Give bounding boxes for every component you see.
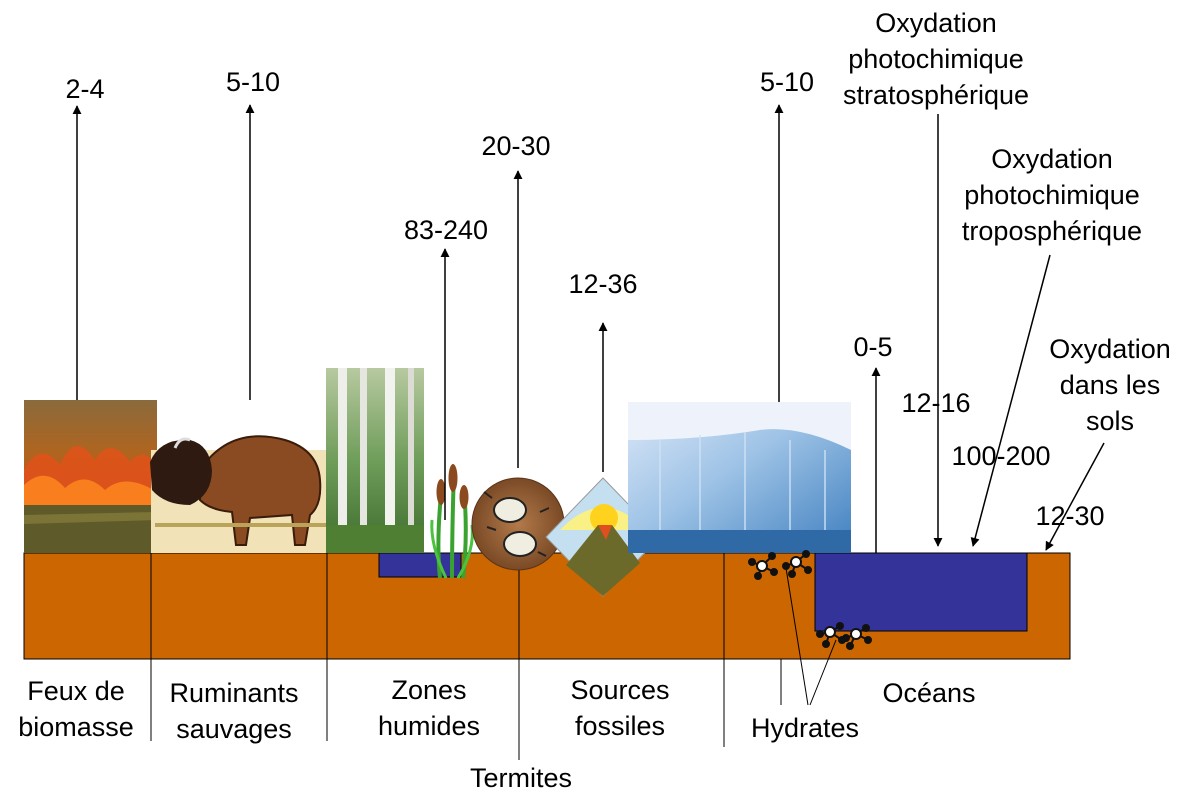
strato-sink-value: 12-16 bbox=[901, 388, 970, 418]
svg-text:Sources: Sources bbox=[570, 675, 669, 705]
ocean-basin bbox=[815, 553, 1027, 631]
svg-text:Zones: Zones bbox=[391, 675, 466, 705]
biomass-flux-value: 2-4 bbox=[65, 74, 104, 104]
svg-text:fossiles: fossiles bbox=[575, 711, 665, 741]
svg-text:Feux de: Feux de bbox=[27, 676, 125, 706]
bison-picture bbox=[150, 436, 330, 553]
fire-picture bbox=[24, 400, 157, 553]
svg-text:Oxydation: Oxydation bbox=[875, 8, 997, 38]
wetland-pond bbox=[379, 553, 461, 577]
svg-text:sols: sols bbox=[1086, 406, 1134, 436]
svg-text:photochimique: photochimique bbox=[964, 180, 1140, 210]
svg-text:stratosphérique: stratosphérique bbox=[843, 80, 1029, 110]
svg-text:biomasse: biomasse bbox=[18, 712, 134, 742]
soils-sink-value: 12-30 bbox=[1035, 501, 1104, 531]
oceans-source-label: Océans bbox=[882, 678, 975, 708]
glacier-picture bbox=[628, 402, 851, 553]
ruminants-flux-value: 5-10 bbox=[226, 67, 280, 97]
svg-text:troposphérique: troposphérique bbox=[962, 216, 1142, 246]
soils-sink-label: Oxydation dans les sols bbox=[1049, 334, 1171, 436]
svg-text:Oxydation: Oxydation bbox=[991, 144, 1113, 174]
hydrates-source-label: Hydrates bbox=[751, 713, 859, 743]
oceans-flux-value: 0-5 bbox=[853, 332, 892, 362]
svg-text:photochimique: photochimique bbox=[848, 44, 1024, 74]
termites-picture bbox=[472, 478, 564, 570]
biomass-source-label: Feux de biomasse bbox=[18, 676, 134, 742]
hydrates-flux-value: 5-10 bbox=[760, 67, 814, 97]
svg-text:dans les: dans les bbox=[1060, 370, 1161, 400]
svg-text:humides: humides bbox=[378, 711, 480, 741]
ruminants-source-label: Ruminants sauvages bbox=[169, 678, 298, 744]
svg-text:Ruminants: Ruminants bbox=[169, 678, 298, 708]
fossil-source-label: Sources fossiles bbox=[570, 675, 669, 741]
tropo-sink-value: 100-200 bbox=[951, 441, 1050, 471]
strato-sink-label: Oxydation photochimique stratosphérique bbox=[843, 8, 1029, 110]
termites-flux-value: 20-30 bbox=[481, 131, 550, 161]
forest-picture bbox=[326, 368, 424, 553]
soils-sink-arrow bbox=[1046, 443, 1104, 550]
tropo-sink-label: Oxydation photochimique troposphérique bbox=[962, 144, 1142, 246]
svg-text:sauvages: sauvages bbox=[176, 714, 292, 744]
svg-text:Oxydation: Oxydation bbox=[1049, 334, 1171, 364]
wetlands-flux-value: 83-240 bbox=[404, 215, 488, 245]
cattail-picture bbox=[432, 464, 473, 578]
termites-source-label: Termites bbox=[470, 763, 572, 793]
wetlands-source-label: Zones humides bbox=[378, 675, 480, 741]
fossil-flux-value: 12-36 bbox=[568, 269, 637, 299]
